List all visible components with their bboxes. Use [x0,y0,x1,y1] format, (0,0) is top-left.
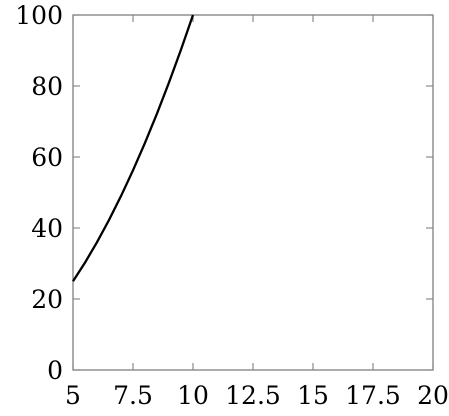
x-tick-label: 5 [65,381,81,410]
x-tick-label: 7.5 [113,381,153,410]
tick-marks [72,14,434,371]
y-tick-labels: 0 20 40 60 80 100 [15,1,63,385]
x-tick-label: 17.5 [345,381,401,410]
plot-frame [72,14,434,371]
y-tick-label: 60 [31,143,63,172]
series-line [72,14,195,282]
y-tick-label: 100 [15,1,63,30]
x-tick-label: 10 [177,381,209,410]
x-tick-label: 15 [297,381,329,410]
y-tick-label: 20 [31,285,63,314]
y-tick-label: 80 [31,72,63,101]
y-tick-label: 40 [31,214,63,243]
x-tick-label: 20 [417,381,449,410]
series-group [72,14,195,282]
x-tick-label: 12.5 [225,381,281,410]
y-tick-label: 0 [47,356,63,385]
x-tick-labels: 5 7.5 10 12.5 15 17.5 20 [65,381,449,410]
